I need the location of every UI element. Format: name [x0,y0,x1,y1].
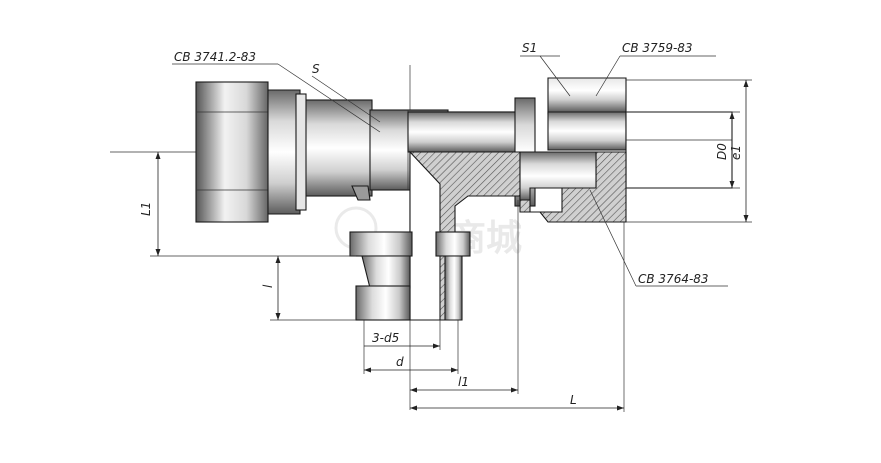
label-L: L [570,393,577,407]
label-l1: l1 [458,375,469,389]
label-cb3764: CB 3764-83 [638,272,709,286]
left-nut [195,81,307,223]
label-d: d [396,355,404,369]
right-pipe [625,111,733,189]
label-cb3759: CB 3759-83 [622,41,693,55]
label-D0: D0 [715,143,729,160]
label-e1: e1 [729,145,743,160]
bottom-branch [349,231,471,321]
label-l: l [261,284,275,288]
label-L1: L1 [139,202,153,216]
leaders [172,55,728,287]
dimensions [150,79,752,412]
label-s: S [312,62,320,76]
body-hex [369,109,521,191]
label-d5: 3-d5 [372,331,399,345]
label-s1: S1 [522,41,537,55]
label-cb3741: CB 3741.2-83 [174,50,256,64]
label-layer: CB 3741.2-83 S S1 CB 3759-83 CB 3764-83 … [139,41,743,407]
